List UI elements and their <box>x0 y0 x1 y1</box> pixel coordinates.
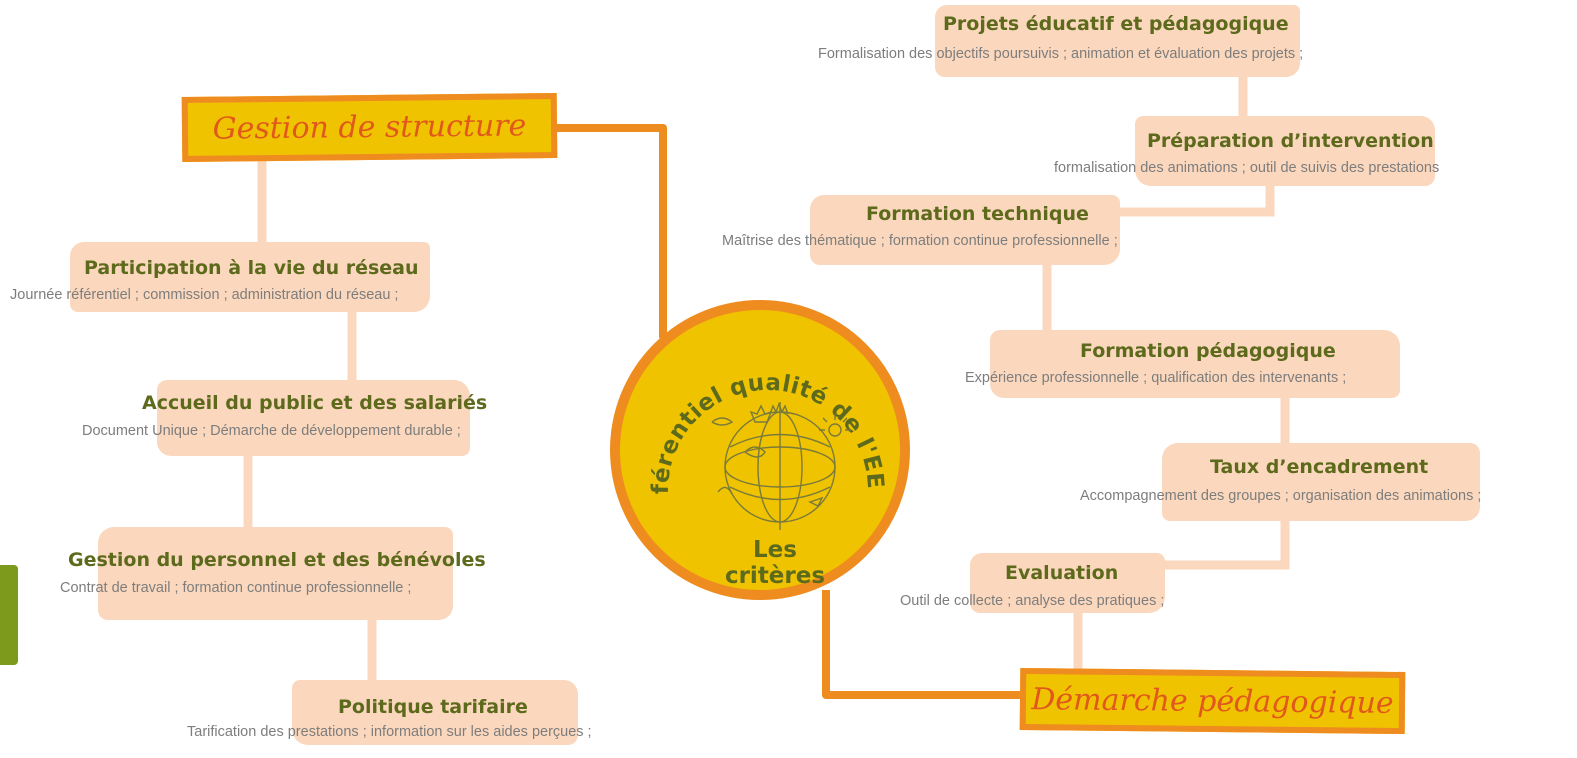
node-desc-formation-technique: Maîtrise des thématique ; formation cont… <box>722 233 1118 249</box>
branch-header-gestion-structure-label: Gestion de structure <box>212 108 527 147</box>
node-bg-participation <box>70 242 430 312</box>
node-desc-preparation: formalisation des animations ; outil de … <box>1054 160 1440 176</box>
node-bg-accueil <box>157 380 470 456</box>
center-subtitle: Les critères <box>724 537 826 589</box>
node-title-formation-pedagogique: Formation pédagogique <box>1080 340 1336 362</box>
node-title-formation-technique: Formation technique <box>866 203 1089 225</box>
node-desc-gestion-personnel: Contrat de travail ; formation continue … <box>60 580 412 596</box>
node-bg-projets <box>935 5 1300 77</box>
branch-header-demarche-pedagogique: Démarche pédagogique <box>1019 667 1406 735</box>
branch-header-gestion-structure: Gestion de structure <box>181 93 558 162</box>
side-tab <box>0 565 18 665</box>
branch-header-demarche-pedagogique-label: Démarche pédagogique <box>1031 681 1394 721</box>
globe-illustration-icon <box>711 402 851 530</box>
node-title-projets: Projets éducatif et pédagogique <box>943 13 1289 35</box>
node-bg-formation-technique <box>810 195 1120 265</box>
node-bg-evaluation <box>970 553 1165 613</box>
node-desc-formation-pedagogique: Expérience professionnelle ; qualificati… <box>965 370 1347 386</box>
center-circle <box>610 300 910 600</box>
node-bg-preparation <box>1135 116 1435 186</box>
node-title-gestion-personnel: Gestion du personnel et des bénévoles <box>68 549 486 571</box>
node-title-evaluation: Evaluation <box>1005 562 1119 584</box>
node-title-taux: Taux d’encadrement <box>1210 456 1429 478</box>
node-bg-gestion-personnel <box>98 527 453 620</box>
node-desc-participation: Journée référentiel ; commission ; admin… <box>10 287 399 303</box>
node-bg-politique <box>292 680 578 745</box>
center-title-arc: Référentiel qualité de l'EEDD <box>610 300 888 494</box>
node-desc-projets: Formalisation des objectifs poursuivis ;… <box>818 46 1304 62</box>
node-title-preparation: Préparation d’intervention <box>1147 130 1434 152</box>
node-title-politique: Politique tarifaire <box>338 696 528 718</box>
node-bg-taux <box>1162 443 1480 521</box>
node-bg-formation-pedagogique <box>990 330 1400 398</box>
node-title-participation: Participation à la vie du réseau <box>84 257 419 279</box>
node-desc-politique: Tarification des prestations ; informati… <box>187 724 592 740</box>
node-desc-evaluation: Outil de collecte ; analyse des pratique… <box>900 593 1165 609</box>
node-title-accueil: Accueil du public et des salariés <box>142 392 488 414</box>
node-desc-taux: Accompagnement des groupes ; organisatio… <box>1080 488 1482 504</box>
node-desc-accueil: Document Unique ; Démarche de développem… <box>82 423 461 439</box>
